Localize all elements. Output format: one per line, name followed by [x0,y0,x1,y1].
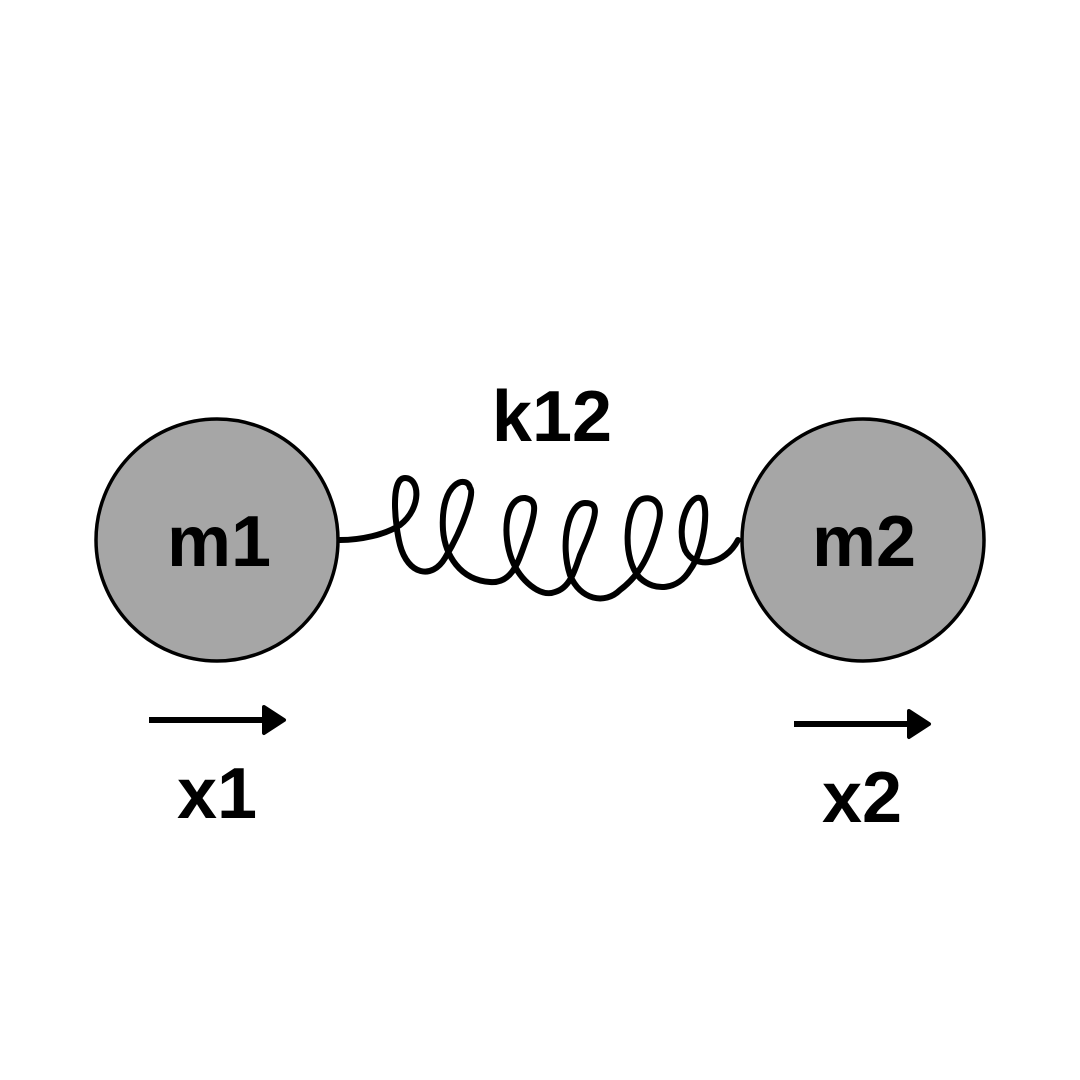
mass-m1 [94,417,340,663]
displacement-x1-label: x1 [177,754,257,834]
spring-k12 [337,475,741,602]
mass-m1-label: m1 [167,502,271,582]
spring-k12-label: k12 [492,377,612,457]
displacement-x2-label: x2 [822,758,902,838]
displacement-arrow-x1 [149,705,286,735]
mass-m2 [740,417,986,663]
displacement-arrow-x2 [794,709,931,739]
mass-m2-label: m2 [812,502,916,582]
